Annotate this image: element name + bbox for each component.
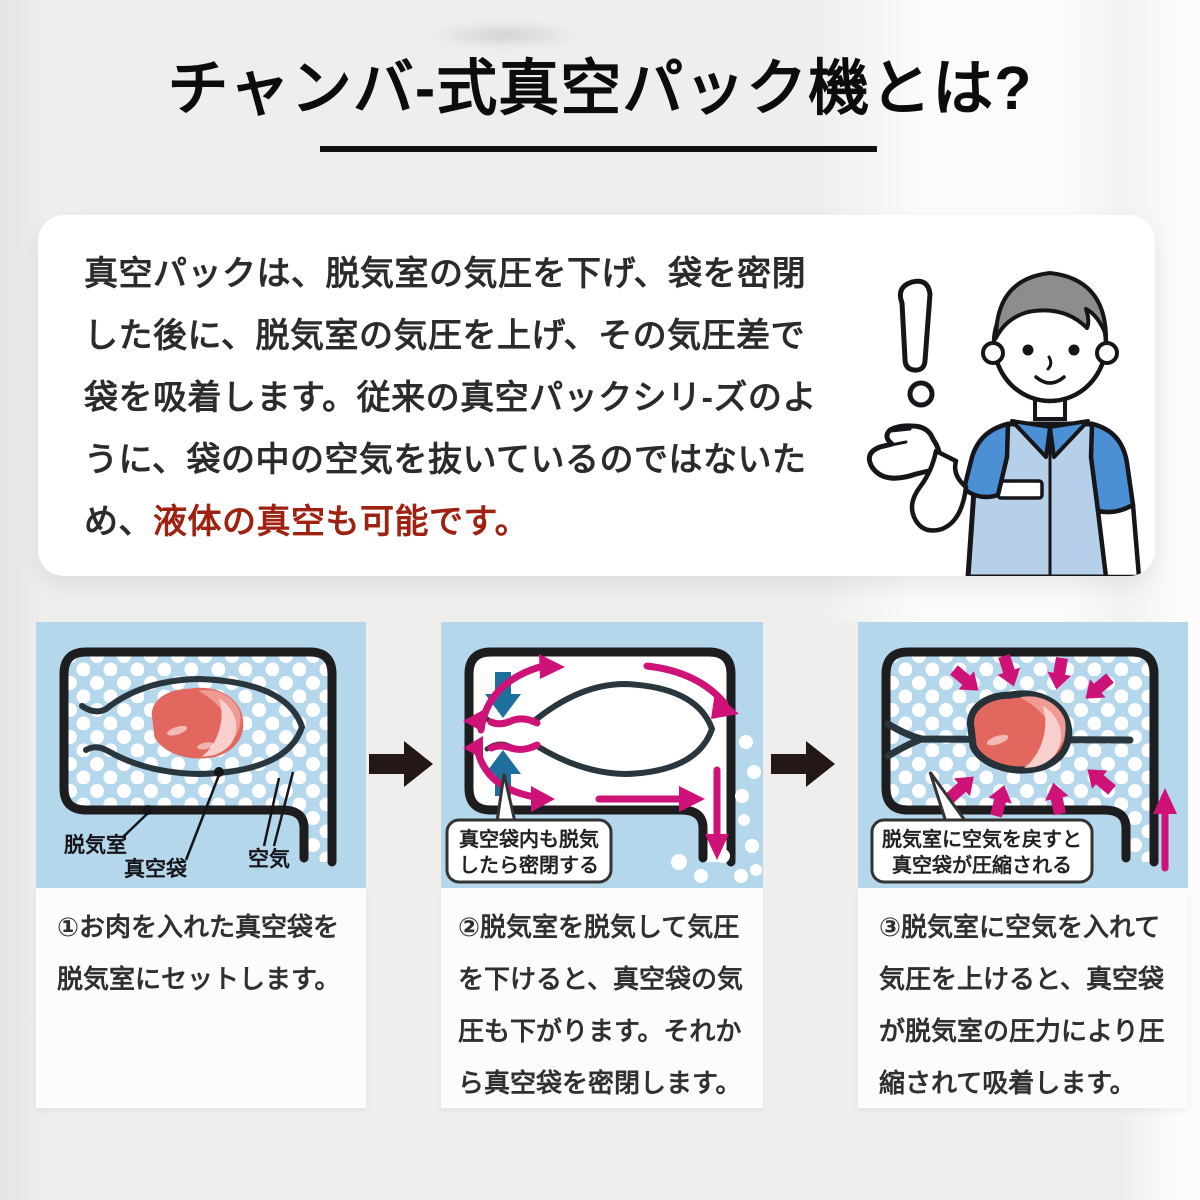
intro-card: 真空パックは、脱気室の気圧を下げ、袋を密閉 した後に、脱気室の気圧を上げ、その気… xyxy=(38,215,1155,576)
meat-illustration xyxy=(151,687,244,759)
chamber-outline xyxy=(464,647,736,867)
vacuum-bag xyxy=(79,675,306,778)
presenter-illustration xyxy=(866,271,1142,576)
step1-diagram: 脱気室 真空袋 空気 xyxy=(36,622,366,888)
title-underline xyxy=(320,146,877,152)
compressed-bag xyxy=(884,720,1134,760)
intro-line-last: め、液体の真空も可能です。 xyxy=(84,491,890,553)
background-smudge xyxy=(430,22,580,48)
person-right-sleeve xyxy=(1088,421,1136,515)
person-left-sleeve xyxy=(961,421,1011,500)
intro-line-prefix: め、 xyxy=(84,503,153,541)
highlight-red-text: 液体の真空も可能です。 xyxy=(153,503,530,541)
seal-press-arrows xyxy=(485,672,521,796)
label-chamber: 脱気室 xyxy=(64,833,127,857)
callout-line2: したら密閉する xyxy=(459,853,599,877)
callout-line1: 真空袋内も脱気 xyxy=(459,827,599,851)
label-air: 空気 xyxy=(248,847,290,871)
intro-text: 真空パックは、脱気室の気圧を下げ、袋を密閉 した後に、脱気室の気圧を上げ、その気… xyxy=(84,243,890,553)
step2-diagram: 真空袋内も脱気 したら密閉する xyxy=(441,622,763,888)
exclamation-icon xyxy=(897,278,935,408)
intro-line: 真空パックは、脱気室の気圧を下げ、袋を密閉 xyxy=(84,255,807,293)
step-arrow-icon xyxy=(771,741,835,787)
step-caption-text: ③脱気室に空気を入れて気圧を上けると、真空袋が脱気室の圧力により圧縮されて吸着し… xyxy=(879,912,1165,1098)
airflow-arrowheads xyxy=(463,654,739,860)
compression-arrows xyxy=(945,654,1116,818)
page-title: チャンバ-式真空パック機とは? xyxy=(167,54,1033,122)
callout-bubble: 脱気室に空気を戻すと 真空袋が圧縮される xyxy=(870,771,1094,884)
step1-caption: ①お肉を入れた真空袋を脱気室にセットします。 xyxy=(36,888,366,1108)
callout-bubble: 真空袋内も脱気 したら密閉する xyxy=(445,773,613,884)
vacuum-bag xyxy=(530,680,716,778)
step2-caption: ②脱気室を脱気して気圧を下けると、真空袋の気圧も下がります。それから真空袋を密閉… xyxy=(441,888,763,1108)
step3-caption: ③脱気室に空気を入れて気圧を上けると、真空袋が脱気室の圧力により圧縮されて吸着し… xyxy=(858,888,1188,1108)
label-bag: 真空袋 xyxy=(124,857,188,881)
intro-line: うに、袋の中の空気を抜いているのではないた xyxy=(84,441,807,479)
person-name-tag xyxy=(996,479,1044,500)
meat-illustration xyxy=(966,690,1073,774)
step-caption-text: ①お肉を入れた真空袋を脱気室にセットします。 xyxy=(57,912,341,994)
step-arrow-icon xyxy=(369,741,433,787)
step3-diagram: 脱気室に空気を戻すと 真空袋が圧縮される xyxy=(858,622,1188,888)
step-caption-text: ②脱気室を脱気して気圧を下けると、真空袋の気圧も下がります。それから真空袋を密閉… xyxy=(458,912,743,1098)
chamber-outline xyxy=(59,647,337,867)
escaping-air-dots xyxy=(671,735,762,883)
callout-line1: 脱気室に空気を戻すと xyxy=(882,827,1082,851)
intro-line: した後に、脱気室の気圧を上げ、その気圧差で xyxy=(84,317,806,355)
callout-line2: 真空袋が圧縮される xyxy=(892,853,1072,877)
intro-line: 袋を吸着します。従来の真空パックシリ-ズのよ xyxy=(84,379,817,417)
